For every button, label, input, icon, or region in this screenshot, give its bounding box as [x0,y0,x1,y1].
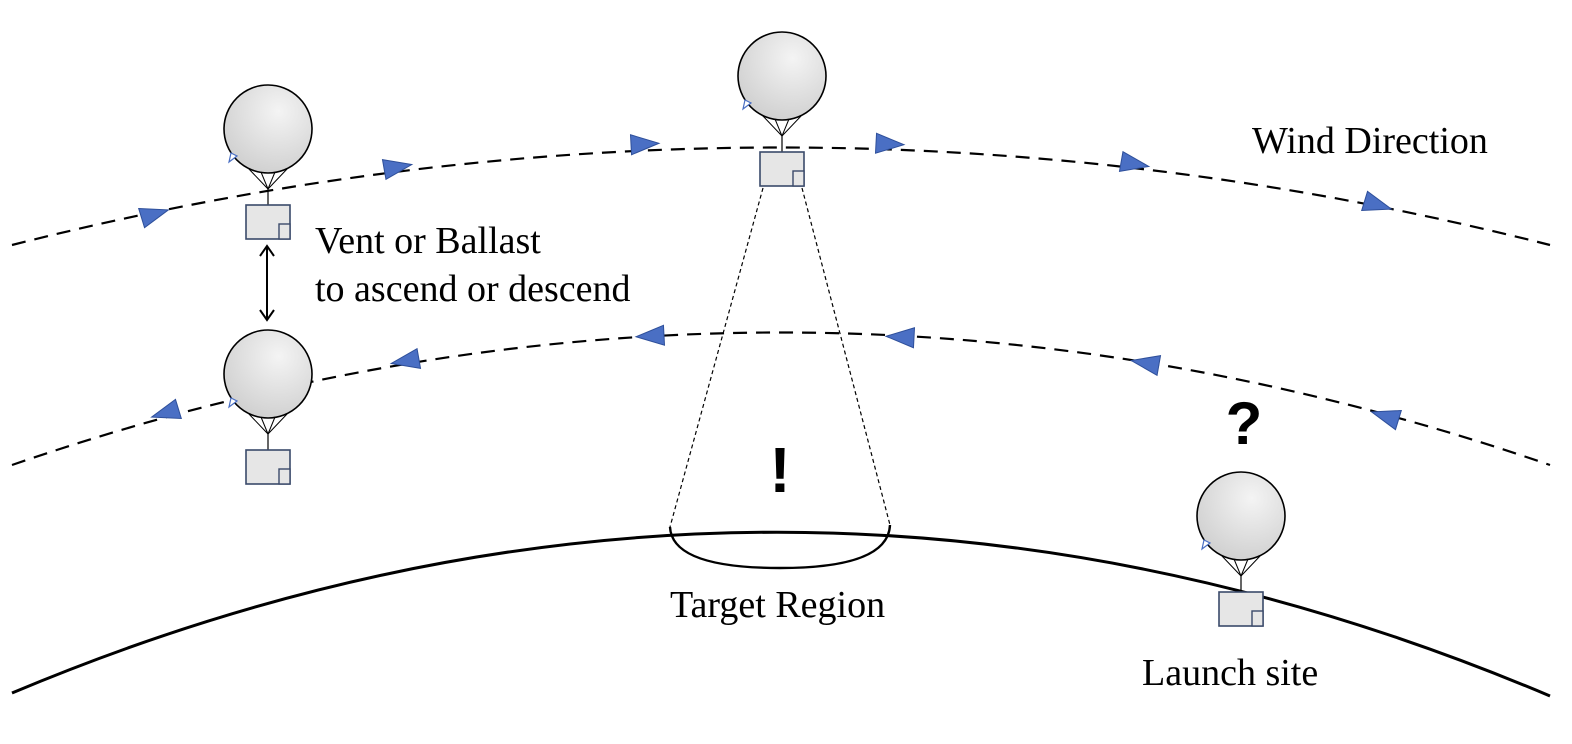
up-down-arrow-icon [259,244,275,322]
vent-ballast-label-line1: Vent or Ballast [315,220,541,262]
wind-arrow-left-icon [150,398,182,420]
target-region-outline [668,524,892,570]
launch-site-label: Launch site [1142,652,1318,694]
wind-direction-label: Wind Direction [1252,120,1488,162]
wind-arrow-right-icon [138,207,170,229]
wind-arrow-right-icon [874,132,906,154]
view-cone-left [669,187,764,528]
balloon-icon [737,31,827,187]
wind-arrow-left-icon [1370,409,1402,431]
wind-arrow-left-icon [1129,354,1162,377]
earth-surface [11,530,1551,698]
wind-arrow-left-icon [389,347,422,370]
lower-wind-arrows [150,324,1402,431]
wind-arrow-right-icon [629,134,661,156]
wind-arrow-left-icon [884,327,916,349]
balloon-icon [223,84,313,240]
vent-ballast-label-line2: to ascend or descend [315,268,631,310]
wind-arrow-left-icon [634,324,666,346]
view-cone-right [801,187,891,526]
upper-wind-arrows [138,132,1393,229]
exclamation-mark: ! [769,434,790,506]
wind-arrow-right-icon [381,158,414,181]
question-mark: ? [1226,390,1263,457]
wind-arrow-right-icon [1118,150,1151,173]
wind-arrow-right-icon [1361,190,1393,212]
target-region-label: Target Region [670,584,885,626]
upper-wind-path [11,146,1551,247]
balloon-icon [1196,471,1286,627]
balloon-icon [223,329,313,485]
